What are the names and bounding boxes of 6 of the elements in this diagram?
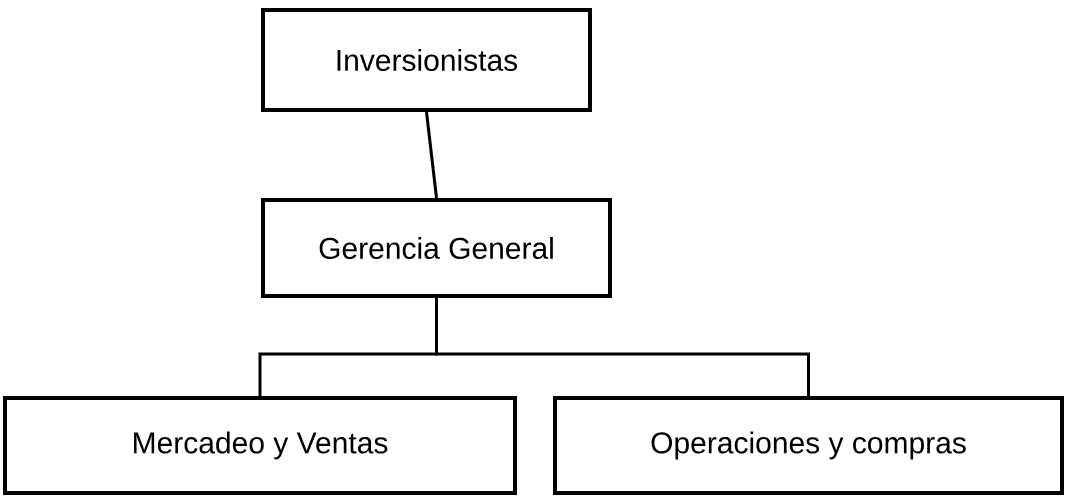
org-box: Mercadeo y Ventas: [3, 396, 517, 495]
org-box: Gerencia General: [261, 198, 612, 298]
connector-line: [425, 111, 438, 199]
org-box: Operaciones y compras: [553, 396, 1064, 495]
org-box: Inversionistas: [261, 8, 592, 112]
connector-line: [435, 298, 810, 396]
